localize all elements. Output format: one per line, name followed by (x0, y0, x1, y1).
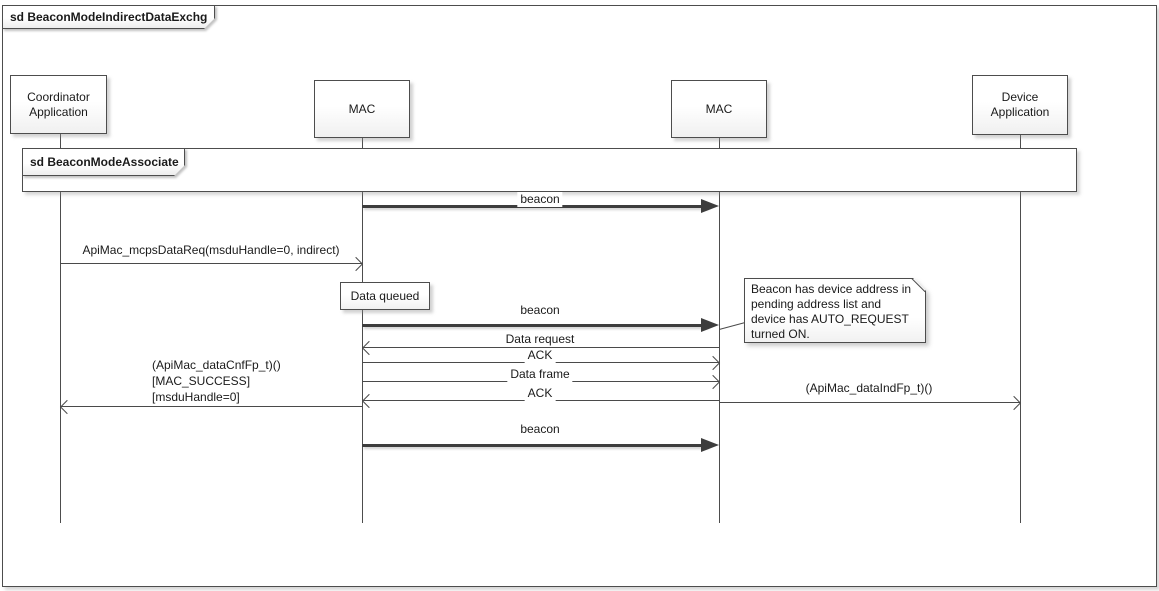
filled-arrowhead-icon (701, 438, 719, 452)
message-label-ack-2: ACK (524, 386, 556, 401)
message-label-data-request: Data request (502, 332, 578, 347)
diagram-frame-title-tab: sd BeaconModeIndirectDataExchg (2, 5, 215, 29)
message-line-beacon-3 (362, 444, 707, 447)
message-label-data-cnf-line1: (ApiMac_dataCnfFp_t)() (149, 358, 284, 373)
message-line-data-request (362, 347, 719, 348)
message-label-data-cnf-line3: [msduHandle=0] (149, 390, 243, 405)
lifeline-device (1020, 135, 1021, 523)
message-label-beacon-2: beacon (517, 303, 563, 318)
inner-frame (22, 148, 1077, 192)
message-label-beacon-1: beacon (517, 192, 563, 207)
message-label-data-frame: Data frame (507, 367, 573, 382)
message-label-data-cnf-line2: [MAC_SUCCESS] (149, 374, 254, 389)
note-body (744, 278, 926, 343)
message-label-data-ind: (ApiMac_dataIndFp_t)() (802, 381, 936, 396)
message-line-beacon-2 (362, 324, 707, 327)
lifeline-head-mac-2: MAC (671, 80, 767, 138)
message-label-ack-1: ACK (524, 348, 556, 363)
note-beacon-pending-text: Beacon has device address in pending add… (751, 282, 912, 341)
message-line-mcps-data-req (60, 263, 362, 264)
message-label-beacon-3: beacon (517, 422, 563, 437)
inner-frame-title: sd BeaconModeAssociate (30, 155, 179, 169)
filled-arrowhead-icon (701, 318, 719, 332)
inner-frame-title-tab: sd BeaconModeAssociate (22, 148, 185, 176)
message-line-data-ind (719, 402, 1020, 403)
message-line-data-cnf (60, 406, 362, 407)
lifeline-mac-2 (719, 138, 720, 523)
message-label-mcps-data-req: ApiMac_mcpsDataReq(msduHandle=0, indirec… (79, 243, 343, 258)
note-data-queued: Data queued (340, 282, 430, 310)
lifeline-head-coordinator-application: Coordinator Application (10, 75, 107, 134)
filled-arrowhead-icon (701, 199, 719, 213)
lifeline-mac-1 (362, 138, 363, 523)
diagram-title: sd BeaconModeIndirectDataExchg (10, 10, 208, 24)
lifeline-head-device-application: Device Application (972, 75, 1068, 135)
note-beacon-pending: Beacon has device address in pending add… (744, 278, 926, 343)
lifeline-coordinator (60, 134, 61, 523)
lifeline-head-mac-1: MAC (314, 80, 410, 138)
diagram-frame (2, 5, 1157, 587)
